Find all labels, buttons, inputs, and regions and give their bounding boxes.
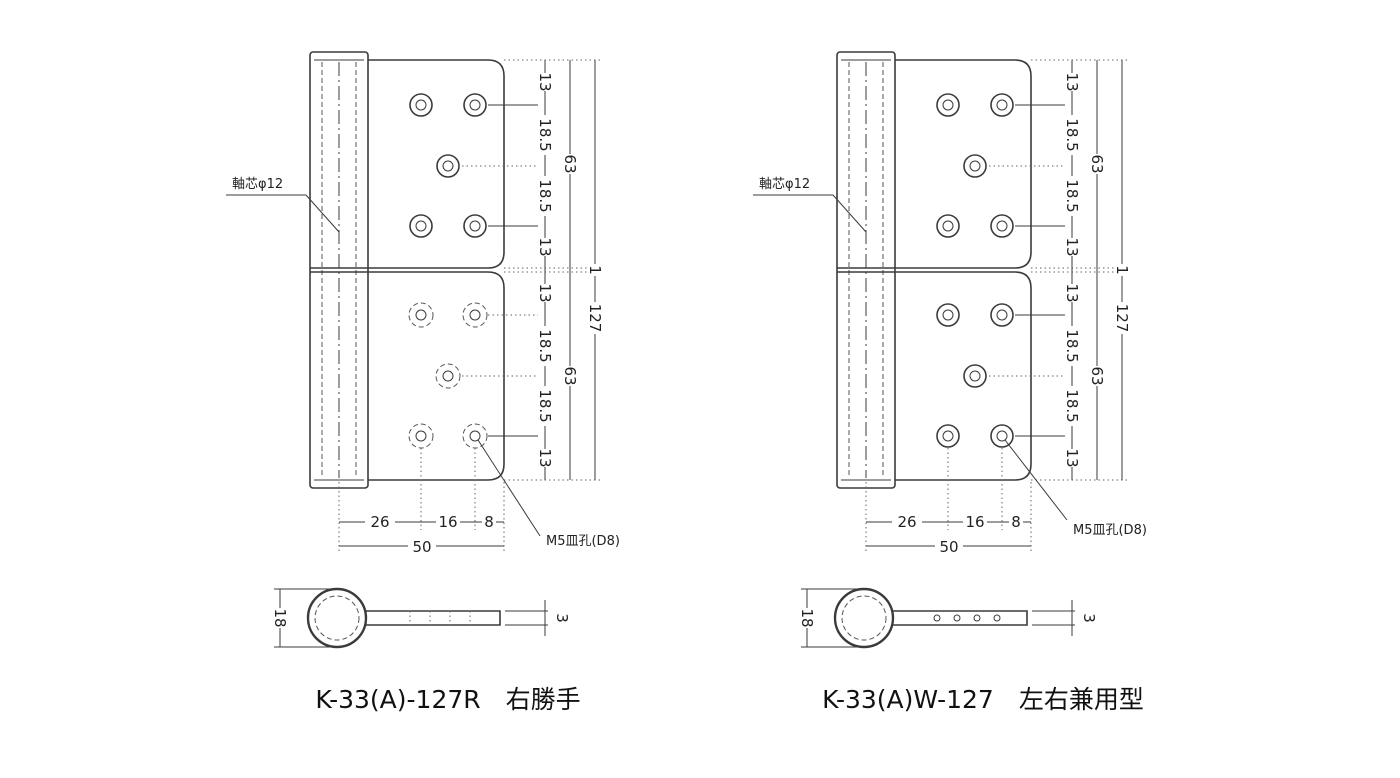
dim-section-3: 3 — [553, 613, 571, 623]
dim-8: 8 — [484, 513, 494, 531]
dim-50: 50 — [939, 538, 958, 556]
dim-lower-13-a: 13 — [536, 283, 554, 302]
dim-gap-1: 1 — [1113, 265, 1131, 275]
dim-16: 16 — [438, 513, 457, 531]
lower-leaf-holes — [936, 303, 1014, 448]
hinge-cross-section: 18 3 — [271, 587, 571, 649]
dim-8: 8 — [1011, 513, 1021, 531]
hole-leader-lines — [989, 59, 1127, 481]
hole-label: M5皿孔(D8) — [1073, 523, 1147, 538]
upper-leaf-holes — [409, 93, 487, 238]
vertical-dimensions: 13 18.5 18.5 13 13 18.5 18.5 13 63 63 1 … — [1063, 72, 1131, 467]
dim-16: 16 — [965, 513, 984, 531]
horizontal-dimensions: 26 16 8 50 — [338, 448, 505, 556]
dim-upper-18-5-b: 18.5 — [1063, 179, 1081, 212]
axis-callout: 軸芯φ12 — [226, 177, 340, 233]
dim-upper-18-5-b: 18.5 — [536, 179, 554, 212]
hole-label: M5皿孔(D8) — [546, 534, 620, 549]
dim-gap-1: 1 — [586, 265, 604, 275]
dim-section-18: 18 — [271, 608, 289, 627]
dim-lower-18-5-a: 18.5 — [536, 329, 554, 362]
axis-label: 軸芯φ12 — [759, 177, 810, 192]
dim-overall-127: 127 — [1113, 304, 1131, 333]
dim-lower-18-5-b: 18.5 — [536, 389, 554, 422]
dim-upper-13-a: 13 — [1063, 72, 1081, 91]
dim-overall-127: 127 — [586, 304, 604, 333]
hole-leader-lines — [462, 59, 600, 481]
dim-upper-18-5-a: 18.5 — [1063, 118, 1081, 151]
vertical-dimensions: 13 18.5 18.5 13 13 18.5 18.5 13 63 63 1 … — [536, 72, 604, 467]
hinge-lower-leaf — [895, 271, 1032, 481]
hinge-cross-section: 18 3 — [798, 587, 1098, 649]
dim-lower-13-b: 13 — [1063, 448, 1081, 467]
dim-lower-13-a: 13 — [1063, 283, 1081, 302]
horizontal-dimensions: 26 16 8 50 — [865, 448, 1032, 556]
axis-label: 軸芯φ12 — [232, 177, 283, 192]
caption-right: K-33(A)W-127 左右兼用型 — [822, 685, 1144, 714]
hole-callout: M5皿孔(D8) — [1004, 439, 1147, 538]
hole-callout: M5皿孔(D8) — [477, 439, 620, 549]
hinge-upper-leaf — [895, 59, 1032, 269]
dim-lower-leaf-63: 63 — [1088, 366, 1106, 385]
hinge-barrel — [309, 51, 369, 489]
upper-leaf-holes — [936, 93, 1014, 238]
lower-leaf-holes — [408, 302, 488, 449]
hinge-barrel — [836, 51, 896, 489]
dim-section-3: 3 — [1080, 613, 1098, 623]
dim-50: 50 — [412, 538, 431, 556]
dim-upper-13-b: 13 — [1063, 237, 1081, 256]
dim-section-18: 18 — [798, 608, 816, 627]
caption-left: K-33(A)-127R 右勝手 — [315, 685, 580, 714]
dim-26: 26 — [370, 513, 389, 531]
dim-upper-13-b: 13 — [536, 237, 554, 256]
dim-upper-leaf-63: 63 — [561, 154, 579, 173]
axis-callout: 軸芯φ12 — [753, 177, 867, 233]
dim-lower-leaf-63: 63 — [561, 366, 579, 385]
dim-lower-18-5-b: 18.5 — [1063, 389, 1081, 422]
dim-lower-18-5-a: 18.5 — [1063, 329, 1081, 362]
dim-upper-13-a: 13 — [536, 72, 554, 91]
dim-upper-leaf-63: 63 — [1088, 154, 1106, 173]
hinge-upper-leaf — [368, 59, 505, 269]
dim-upper-18-5-a: 18.5 — [536, 118, 554, 151]
hinge-drawing-right: 13 18.5 18.5 13 13 18.5 18.5 13 63 63 1 … — [753, 51, 1147, 714]
dim-26: 26 — [897, 513, 916, 531]
dim-lower-13-b: 13 — [536, 448, 554, 467]
hinge-drawing-left: 13 18.5 18.5 13 13 18.5 18.5 13 63 63 1 … — [226, 51, 620, 714]
